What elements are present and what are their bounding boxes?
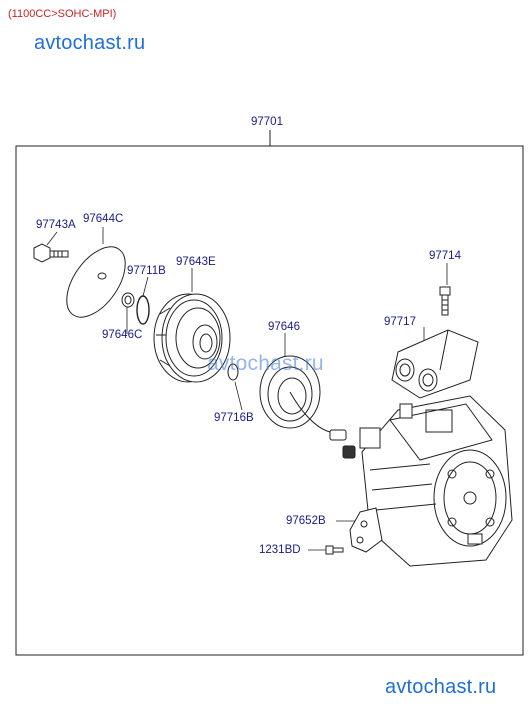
assembly-number-label: 97701 (251, 116, 283, 128)
part-label-97743a: 97743A (36, 219, 76, 231)
fitting-97717 (391, 329, 479, 399)
plate-97644c (66, 246, 126, 318)
bolt-97743a (33, 243, 69, 263)
bolt-97714 (439, 286, 451, 316)
part-label-97652b: 97652B (286, 515, 326, 527)
snapring-97711b (136, 295, 150, 325)
washer-97646c (121, 292, 135, 308)
coil-97646 (259, 355, 356, 459)
part-label-97711b: 97711B (127, 265, 166, 277)
screw-1231bd (325, 545, 344, 555)
compressor-body (359, 395, 513, 567)
part-label-1231bd: 1231BD (259, 544, 301, 556)
bracket-97652b (349, 507, 383, 553)
part-label-97716b: 97716B (214, 412, 254, 424)
part-label-97717: 97717 (384, 316, 416, 328)
part-label-97643e: 97643E (176, 256, 216, 268)
engine-variant-label: (1100CC>SOHC-MPI) (8, 8, 117, 20)
leader-lines (46, 227, 448, 551)
watermark-top: avtochast.ru (34, 32, 146, 54)
part-label-97646: 97646 (268, 321, 300, 333)
pulley-97643e (153, 293, 231, 383)
part-label-97714: 97714 (429, 250, 461, 262)
watermark-middle: avtochast.ru (207, 352, 324, 375)
watermark-bottom: avtochast.ru (385, 676, 497, 698)
part-label-97644c: 97644C (83, 213, 124, 225)
part-label-97646c: 97646C (102, 329, 143, 341)
shim-97716b (227, 363, 239, 381)
